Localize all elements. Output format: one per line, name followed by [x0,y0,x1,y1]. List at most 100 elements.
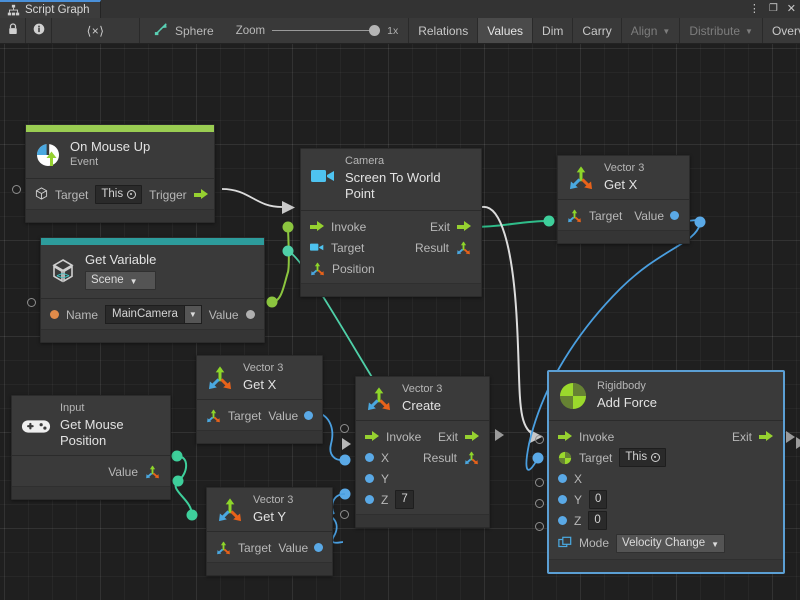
port-invoke[interactable]: Invoke [558,430,614,444]
port-target[interactable]: Target This [35,185,143,204]
node-vector3-get-x-left[interactable]: Vector 3 Get X [196,355,323,444]
port-exit[interactable]: Exit [438,430,479,444]
port-trigger[interactable]: Trigger [149,188,208,202]
node-rigidbody-add-force[interactable]: Rigidbody Add Force Invoke Exit [535,371,800,573]
toolbar-button-relations[interactable]: Relations [408,18,479,43]
port-exit[interactable]: Exit [732,430,773,444]
flow-out-arrow-icon[interactable] [759,431,773,442]
graph-canvas[interactable]: On Mouse Up Event Target [0,44,800,600]
flow-in-arrow-icon[interactable] [310,221,324,232]
node-camera-screen-to-world-point[interactable]: Camera Screen To World Point Invoke Exit [300,148,482,298]
canvas-flow-connector-rigidbody-exit[interactable] [786,431,795,443]
node-vector3-get-x-right[interactable]: Vector 3 Get X [557,155,690,244]
port-value-dot[interactable] [245,310,255,320]
canvas-connector-gety-left[interactable] [340,510,349,519]
canvas-connector-getx-left[interactable] [340,424,349,433]
port-result[interactable]: Result [415,241,471,255]
toolbar-button-carry[interactable]: Carry [573,18,622,43]
port-value[interactable]: Value [268,408,314,423]
port-y[interactable]: Y [365,472,389,486]
node-connector-y[interactable] [535,478,544,487]
zoom-slider-knob[interactable] [369,25,381,36]
toolbar-button-values[interactable]: Values [478,18,534,43]
canvas-flow-connector-create-exit[interactable] [495,429,504,441]
port-value-dot[interactable] [314,543,324,552]
target-value-field[interactable]: This [95,185,143,204]
port-value[interactable]: Value [108,465,160,479]
node-title-block: Vector 3 Get X [243,362,283,393]
node-vector3-create[interactable]: Vector 3 Create Invoke Exit [342,376,490,528]
port-value-dot[interactable] [670,211,679,220]
toolbar-button-overview[interactable]: Overview [763,18,800,43]
flow-in-arrow-icon[interactable] [558,431,572,442]
node-get-variable[interactable]: <> Get Variable Scene ▼ Name [27,237,265,344]
node-on-mouse-up[interactable]: On Mouse Up Event Target [12,124,215,223]
node-flow-output-connector[interactable] [796,437,800,449]
chevron-down-icon[interactable]: ▼ [183,306,201,324]
target-picker-icon[interactable] [127,190,137,199]
port-name-dot[interactable] [50,310,59,320]
port-z[interactable]: Z 7 [365,490,414,509]
node-connector-mode[interactable] [535,522,544,531]
zoom-control[interactable]: Zoom 1x [226,18,409,43]
port-invoke[interactable]: Invoke [365,430,421,444]
port-target[interactable]: Target This [558,448,667,467]
port-y[interactable]: Y 0 [558,490,608,509]
lock-button[interactable] [0,18,26,43]
port-invoke[interactable]: Invoke [310,220,366,234]
target-value-field[interactable]: This [619,448,667,467]
z-value-field[interactable]: 0 [588,511,607,530]
flow-out-arrow-icon[interactable] [465,431,479,442]
port-exit[interactable]: Exit [430,220,471,234]
code-view-button[interactable]: ⟨×⟩ [52,18,140,43]
port-x-dot[interactable] [558,474,567,483]
node-flow-input-connector[interactable] [342,438,351,450]
port-target[interactable]: Target [567,209,622,223]
port-position[interactable]: Position [310,262,375,276]
port-mode[interactable]: Mode Velocity Change ▼ [558,533,726,553]
graph-object-selector[interactable]: Sphere [140,18,226,43]
zoom-slider[interactable] [272,25,381,37]
toolbar-button-align[interactable]: Align▼ [622,18,681,43]
variable-kind-dropdown[interactable]: Scene ▼ [85,271,157,291]
port-y-dot[interactable] [365,474,374,483]
port-target[interactable]: Target [310,241,364,255]
mode-dropdown[interactable]: Velocity Change ▼ [616,533,726,553]
port-y-dot[interactable] [558,495,567,504]
port-target[interactable]: Target [206,409,261,423]
kebab-menu-icon[interactable]: ⋮ [748,2,760,15]
info-button[interactable] [26,18,52,43]
port-z[interactable]: Z 0 [558,511,607,530]
port-z-dot[interactable] [558,516,567,525]
toolbar-button-distribute[interactable]: Distribute▼ [680,18,763,43]
port-value[interactable]: Value [278,541,324,555]
port-target[interactable]: Target [216,541,271,555]
flow-out-arrow-icon[interactable] [457,221,471,232]
node-connector-z[interactable] [535,499,544,508]
port-value-dot[interactable] [304,411,314,420]
maximize-icon[interactable]: ❐ [768,3,778,14]
node-input-connector[interactable] [12,185,21,194]
port-x[interactable]: X [558,472,582,486]
port-value[interactable]: Value [209,308,255,322]
node-input-connector[interactable] [27,298,36,307]
toolbar-button-dim[interactable]: Dim [533,18,574,43]
variable-name-combo[interactable]: MainCamera ▼ [105,305,202,325]
target-picker-icon[interactable] [651,453,661,462]
flow-in-arrow-icon[interactable] [365,431,379,442]
port-z-dot[interactable] [365,495,374,504]
port-x-dot[interactable] [365,453,374,462]
port-result[interactable]: Result [423,451,479,465]
port-value[interactable]: Value [634,209,679,223]
tab-script-graph[interactable]: Script Graph [0,0,101,18]
flow-out-arrow-icon[interactable] [193,189,208,200]
port-x[interactable]: X [365,451,389,465]
y-value-field[interactable]: 0 [589,490,608,509]
node-vector3-get-y[interactable]: Vector 3 Get Y [206,487,333,576]
z-value-field[interactable]: 7 [395,490,414,509]
port-name[interactable]: Name MainCamera ▼ [50,305,202,325]
node-connector-x[interactable] [535,435,544,444]
close-icon[interactable]: ✕ [786,2,796,15]
node-input-get-mouse-position[interactable]: Input Get Mouse Position Value [11,395,171,501]
port-value-label: Value [268,408,299,423]
